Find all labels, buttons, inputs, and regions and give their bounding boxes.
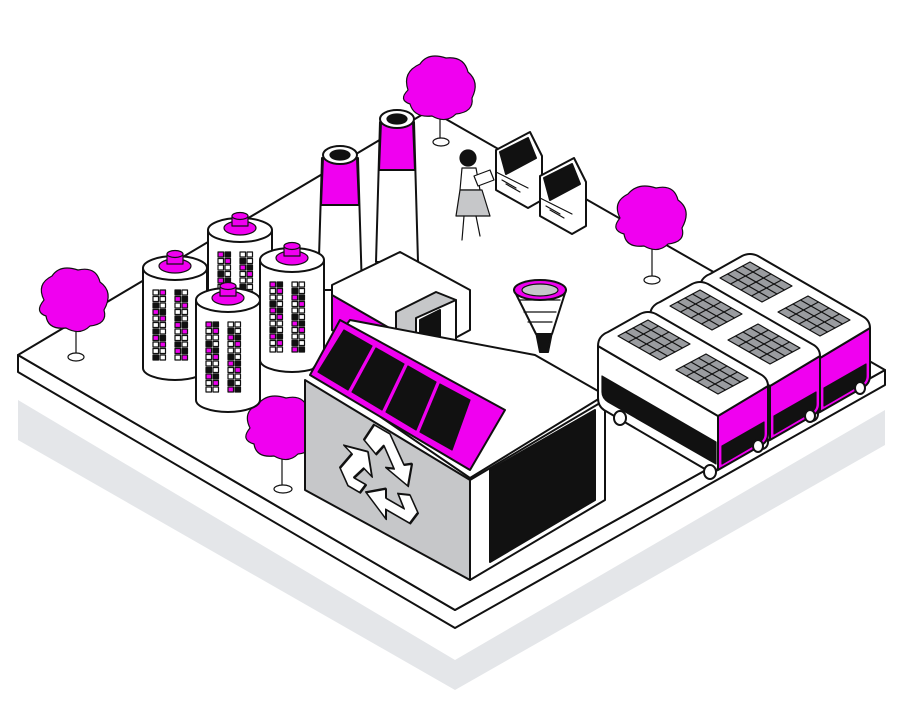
solar-panel-icon (385, 365, 437, 431)
tree-icon (615, 185, 687, 285)
recycle-icon (339, 423, 419, 525)
solar-panel-icon (317, 329, 373, 391)
battery-trucks (597, 253, 871, 480)
hopper-funnel (513, 279, 567, 353)
solar-panel-icon (719, 261, 793, 303)
battery-tank (259, 241, 325, 373)
trees (38, 55, 687, 494)
battery-tank (142, 249, 208, 381)
control-console (495, 131, 543, 209)
solar-panel-icon (777, 295, 851, 337)
tree-icon (38, 267, 109, 362)
battery-tank (195, 281, 261, 413)
battery-truck (597, 311, 769, 480)
battery-tanks (142, 211, 325, 413)
roof-solar-panels (317, 329, 471, 451)
recycling-building (304, 251, 606, 581)
solar-panel-icon (675, 353, 749, 395)
solar-panel-icon (727, 323, 801, 365)
smokestack (375, 109, 419, 263)
tree-icon (402, 55, 476, 147)
tree-icon (245, 395, 317, 494)
control-area (455, 131, 587, 241)
solar-panel-icon (351, 347, 405, 411)
solar-panel-icon (617, 319, 691, 361)
smokestacks (317, 109, 419, 291)
control-console (539, 157, 587, 235)
solar-panel-icon (669, 289, 743, 331)
solar-panel-icon (419, 383, 471, 451)
smokestack (317, 145, 363, 291)
worker-figure (455, 149, 495, 241)
